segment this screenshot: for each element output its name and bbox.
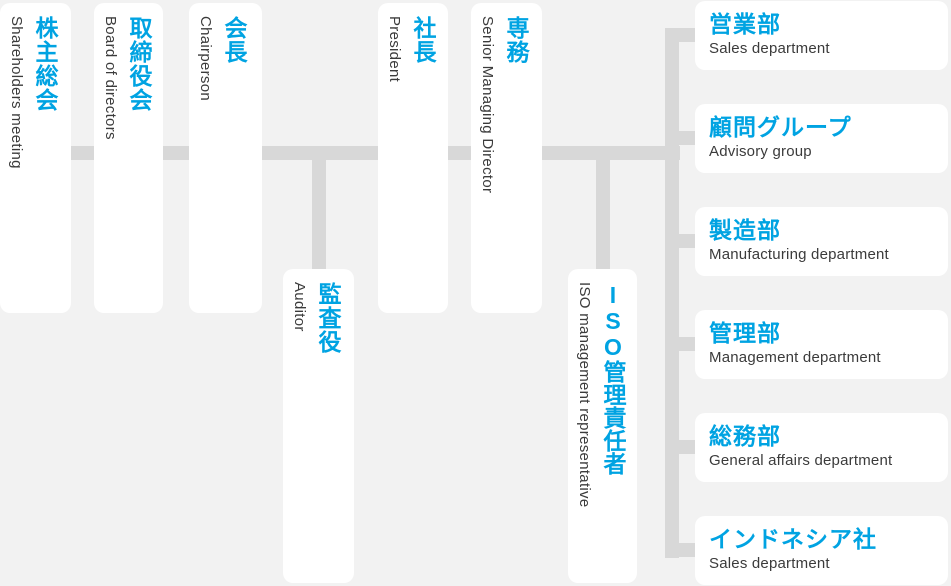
- node-subtitle: ISO management representative: [576, 282, 593, 508]
- connector-auditor-vertical: [312, 153, 326, 270]
- node-title: 株主総会: [32, 16, 58, 112]
- connector-branch-manufacturing: [665, 234, 695, 248]
- node-board-of-directors: 取締役会 Board of directors: [94, 3, 163, 313]
- node-subtitle: General affairs department: [709, 452, 893, 469]
- node-subtitle: Chairperson: [197, 16, 214, 102]
- node-title: インドネシア社: [709, 526, 877, 552]
- node-subtitle: President: [386, 16, 403, 83]
- node-title: 取締役会: [126, 16, 152, 112]
- node-title: 製造部: [709, 217, 781, 243]
- node-subtitle: Management department: [709, 349, 881, 366]
- node-title: 社長: [410, 16, 436, 64]
- node-president: 社長 President: [378, 3, 448, 313]
- node-title: 監査役: [315, 282, 341, 354]
- connector-branch-general-affairs: [665, 440, 695, 454]
- node-sales-department: 営業部 Sales department: [695, 1, 948, 70]
- connector-branch-advisory: [665, 131, 695, 145]
- node-title: 専務: [503, 16, 529, 64]
- node-title: ISO管理責任者: [600, 282, 626, 475]
- node-chairperson: 会長 Chairperson: [189, 3, 262, 313]
- connector-branch-management: [665, 337, 695, 351]
- node-management-department: 管理部 Management department: [695, 310, 948, 379]
- node-indonesia-subsidiary: インドネシア社 Sales department: [695, 516, 948, 585]
- node-general-affairs-department: 総務部 General affairs department: [695, 413, 948, 482]
- node-subtitle: Sales department: [709, 40, 830, 57]
- node-subtitle: Auditor: [291, 282, 308, 332]
- node-title: 顧問グループ: [709, 114, 852, 140]
- node-senior-managing-director: 専務 Senior Managing Director: [471, 3, 542, 313]
- node-auditor: 監査役 Auditor: [283, 269, 354, 583]
- node-subtitle: Manufacturing department: [709, 246, 889, 263]
- connector-branch-sales: [665, 28, 695, 42]
- connector-iso-vertical: [596, 153, 610, 270]
- node-advisory-group: 顧問グループ Advisory group: [695, 104, 948, 173]
- node-title: 会長: [221, 16, 247, 64]
- node-shareholders-meeting: 株主総会 Shareholders meeting: [0, 3, 71, 313]
- node-title: 総務部: [709, 423, 781, 449]
- node-title: 管理部: [709, 320, 781, 346]
- node-subtitle: Shareholders meeting: [8, 16, 25, 169]
- node-subtitle: Senior Managing Director: [479, 16, 496, 194]
- node-iso-management-representative: ISO管理責任者 ISO management representative: [568, 269, 637, 583]
- connector-branch-indonesia: [665, 543, 695, 557]
- connector-department-trunk: [665, 28, 679, 558]
- node-subtitle: Board of directors: [102, 16, 119, 140]
- node-subtitle: Sales department: [709, 555, 830, 572]
- node-manufacturing-department: 製造部 Manufacturing department: [695, 207, 948, 276]
- node-subtitle: Advisory group: [709, 143, 812, 160]
- node-title: 営業部: [709, 11, 781, 37]
